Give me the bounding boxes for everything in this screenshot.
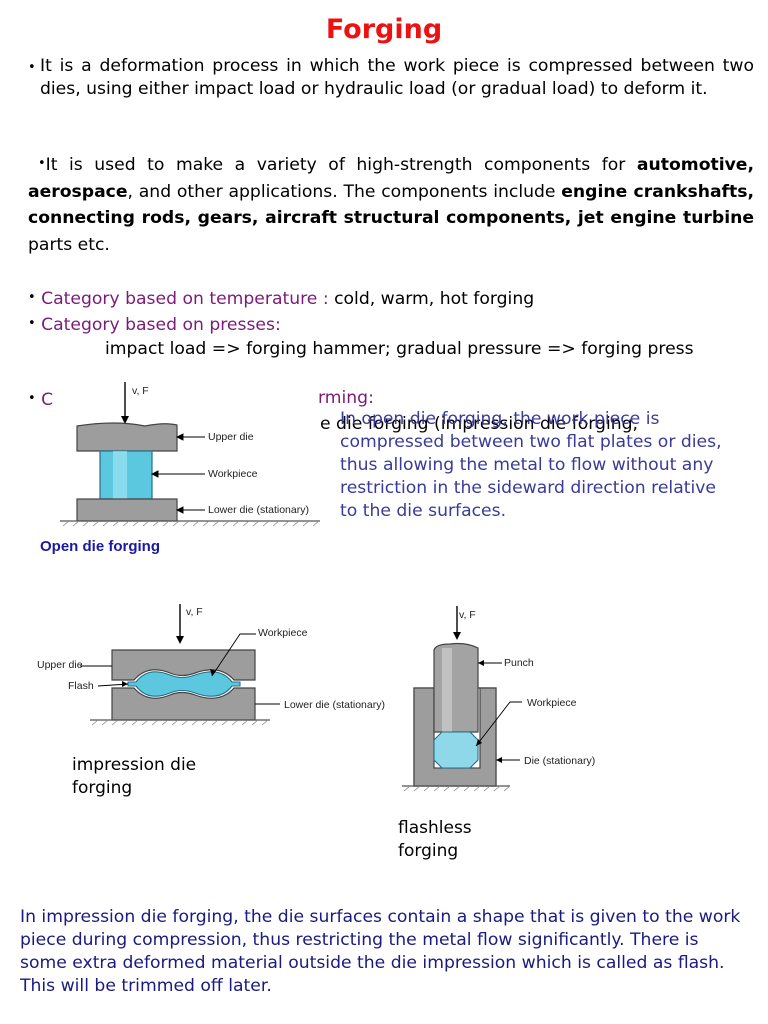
lower-die [111, 687, 256, 721]
bullet-marker: • [28, 316, 36, 331]
flashless-die-label: Die (stationary) [524, 755, 596, 767]
bullet-forming: • C [28, 386, 388, 413]
flashless-force-label: v, F [459, 609, 476, 621]
force-arrow-head [453, 632, 461, 640]
bullet-marker: • [28, 391, 36, 406]
open-die-force-label: v, F [132, 385, 149, 397]
temperature-label: Category based on temperature : [41, 289, 335, 309]
ground-hatch [403, 785, 511, 792]
bullet-applications: •It is used to make a variety of high-st… [28, 151, 754, 258]
presses-line-clip: impact load => forging hammer; gradual p… [105, 338, 725, 370]
force-arrow-head [121, 416, 129, 424]
flashless-caption: flashless forging [398, 818, 472, 861]
workpiece-arrow-head [476, 739, 482, 746]
open-die-lower-label: Lower die (stationary) [208, 504, 309, 516]
ground-hatch [91, 719, 269, 726]
open-die-diagram [60, 382, 320, 527]
impression-lower-label: Lower die (stationary) [284, 699, 385, 711]
applications-text-2: , and other applications. The components… [127, 181, 562, 202]
impression-die-explanation: In impression die forging, the die surfa… [20, 907, 741, 996]
presses-label: Category based on presses: [41, 315, 281, 335]
force-arrow-head [176, 636, 184, 644]
bullet-marker: • [28, 60, 36, 75]
flashless-punch-label: Punch [504, 657, 534, 669]
bullet-temperature: • Category based on temperature : cold, … [28, 285, 754, 312]
forming-value-fragment: e die forging (impression die forging, [320, 414, 639, 434]
page-title: Forging [325, 14, 443, 45]
flashless-diagram [402, 606, 522, 792]
applications-text-1: It is used to make a variety of high-str… [45, 155, 637, 175]
die-arrow-head [496, 757, 502, 763]
lower-die [76, 498, 178, 522]
impression-force-label: v, F [186, 606, 203, 618]
open-die-work-label: Workpiece [208, 468, 258, 480]
applications-bold-1: automotive, aerospace [28, 155, 754, 202]
upper-die [76, 422, 178, 452]
open-die-upper-label: Upper die [208, 431, 254, 443]
applications-bold-2: engine crankshafts, connecting rods, gea… [28, 181, 754, 229]
flash-arrow-head [122, 681, 128, 687]
upper-die [111, 649, 256, 681]
impression-die-caption: impression die forging [72, 755, 197, 798]
open-die-description: In open die forging, the work piece is c… [340, 409, 722, 521]
forming-label-start: C [41, 390, 54, 410]
open-die-caption: Open die forging [40, 538, 160, 555]
bullet-deformation: • It is a deformation process in which t… [28, 55, 754, 101]
temperature-value: cold, warm, hot forging [334, 289, 535, 309]
forming-label-end: rming: [318, 388, 374, 408]
punch-highlight [442, 648, 452, 732]
bullet-presses: • Category based on presses: [28, 311, 754, 338]
bullet-marker: • [28, 290, 36, 305]
workpiece [433, 731, 479, 769]
bullet-deformation-text: It is a deformation process in which the… [40, 56, 754, 99]
impression-flash-label: Flash [68, 680, 94, 692]
leader-lines [150, 433, 205, 514]
ground-hatch [62, 520, 320, 527]
impression-upper-label: Upper die [37, 659, 83, 671]
punch [433, 642, 479, 733]
punch-arrow-head [478, 660, 484, 666]
applications-text-3: parts etc. [28, 234, 110, 255]
workpiece-arrow-head [210, 669, 216, 676]
impression-work-label: Workpiece [258, 627, 308, 639]
workpiece [127, 671, 241, 697]
bullet-marker: • [38, 156, 46, 171]
presses-line: impact load => forging hammer; gradual p… [105, 339, 694, 359]
impression-die-diagram [80, 604, 280, 726]
workpiece-highlight [113, 451, 127, 499]
flashless-work-label: Workpiece [527, 697, 577, 709]
